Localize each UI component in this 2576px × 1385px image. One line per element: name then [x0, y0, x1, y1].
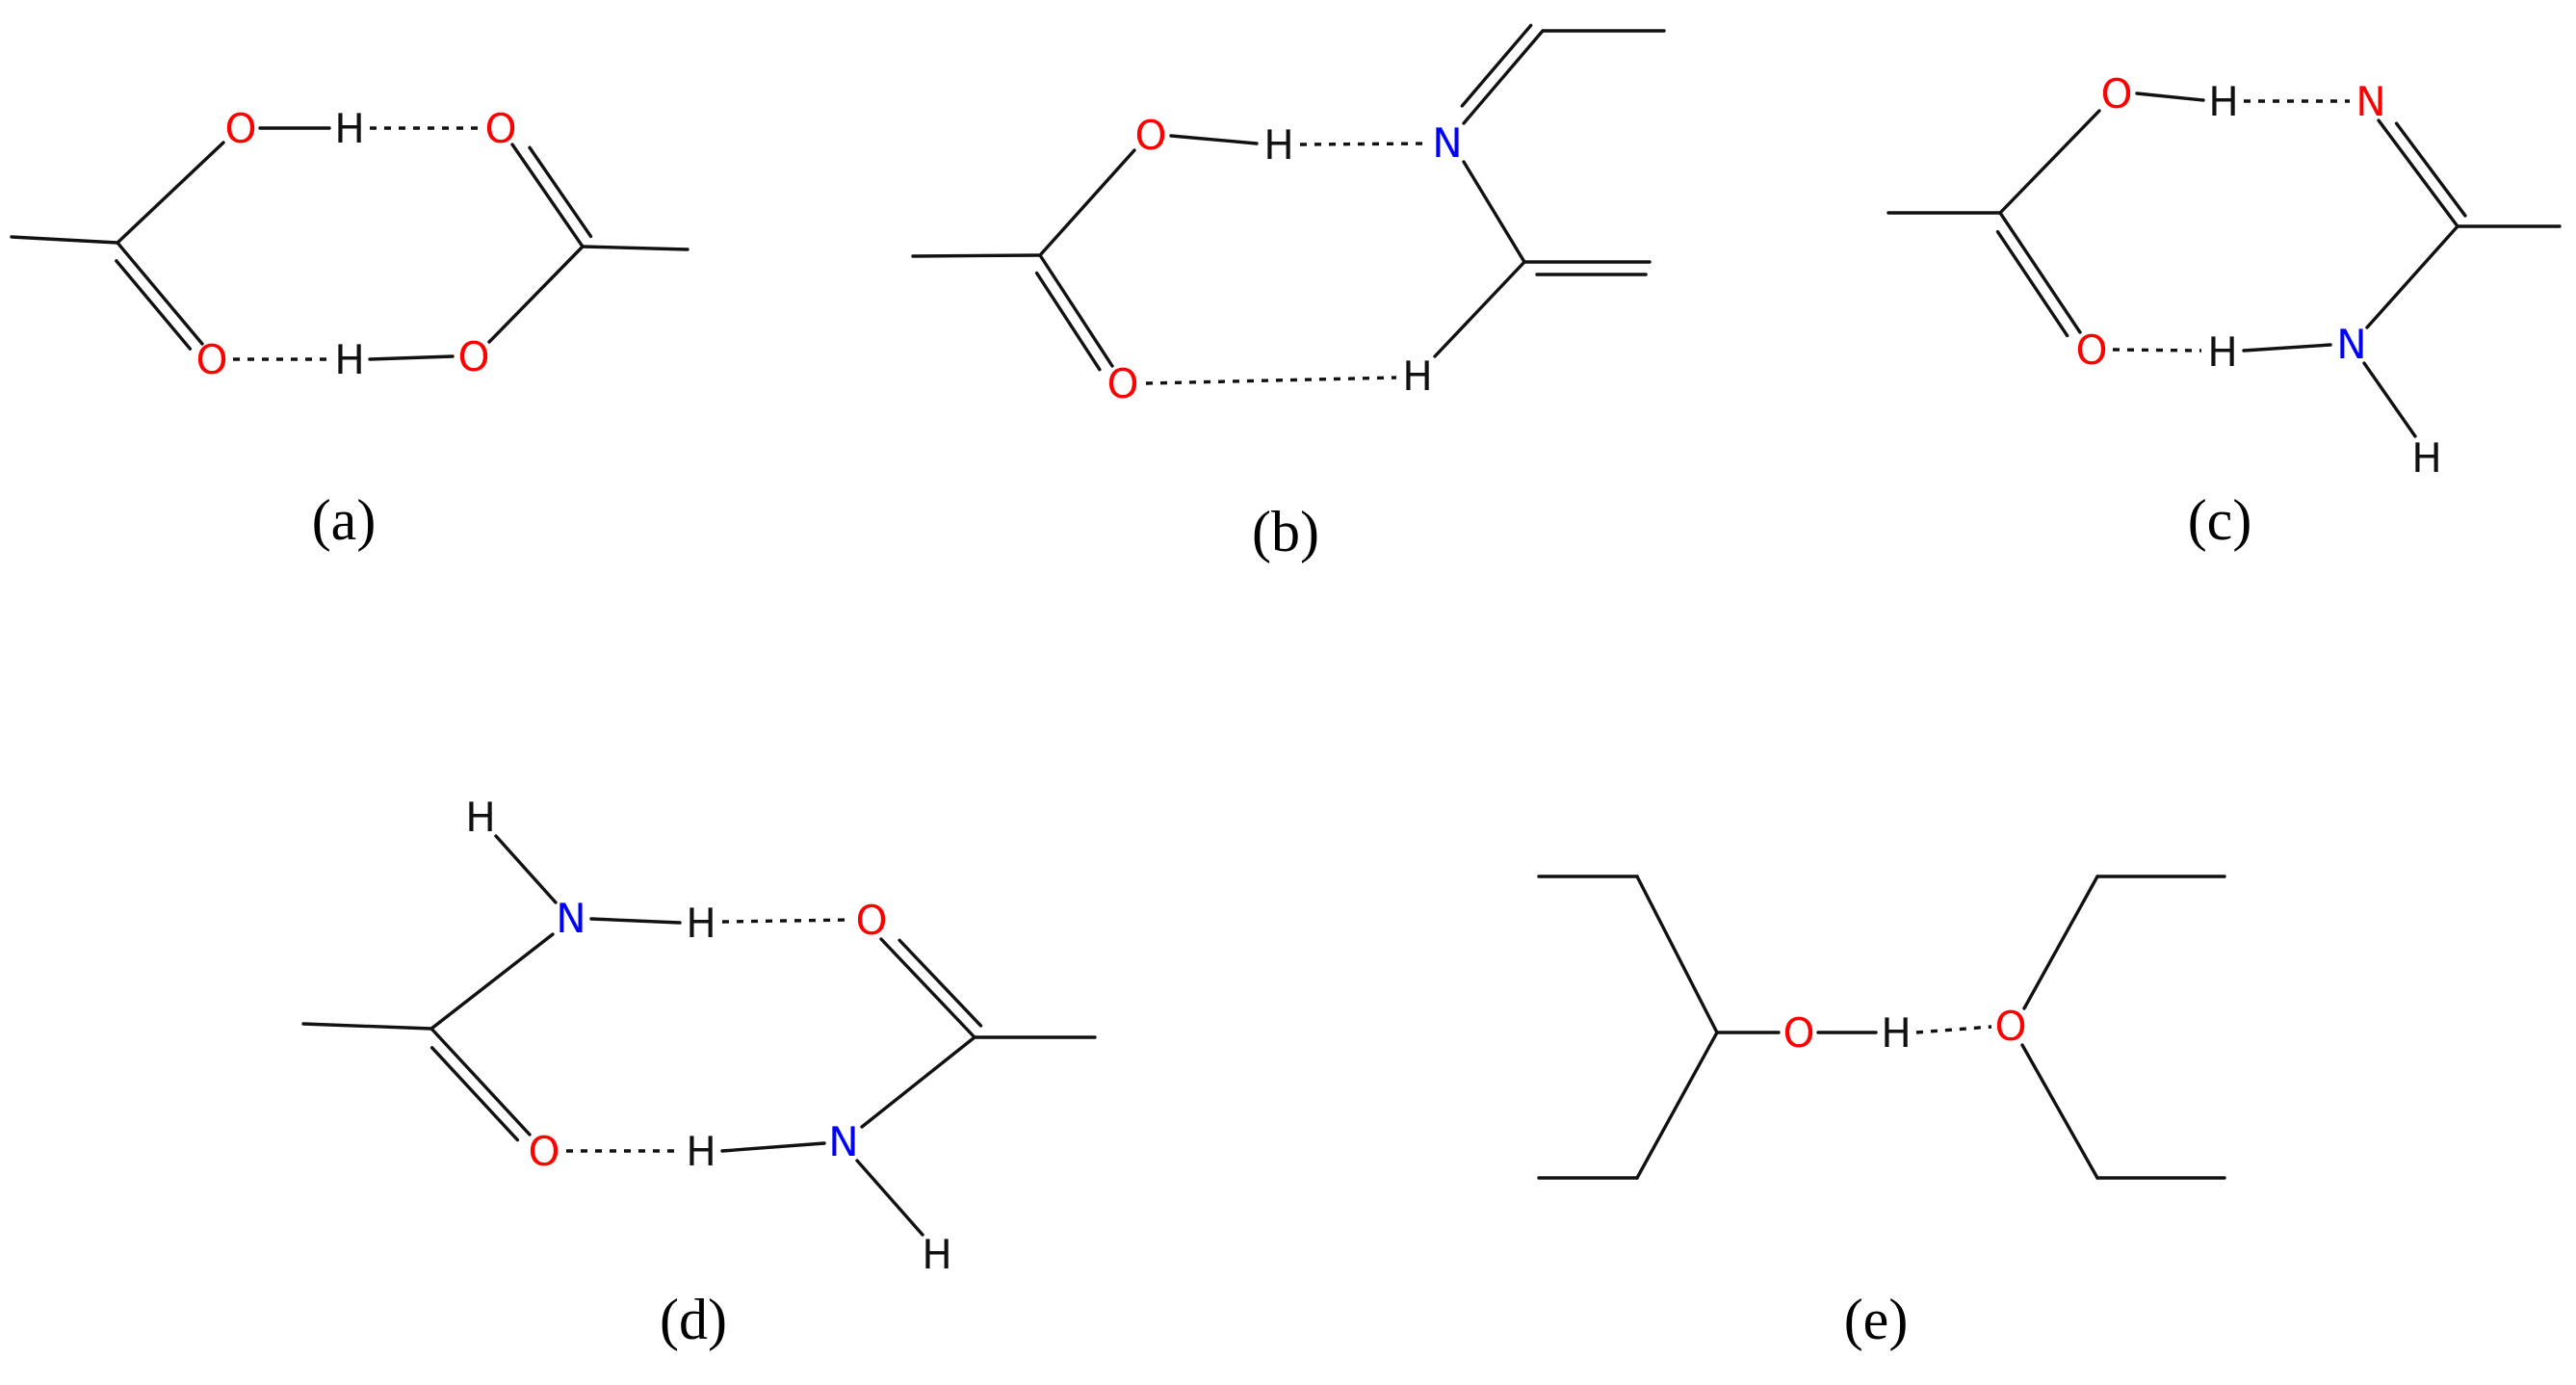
bond-a-1 [116, 141, 225, 245]
bond-c-3-double-second [1995, 229, 2069, 338]
bond-c-3-double [1998, 211, 2082, 334]
atom-label-b-h2: H [1402, 353, 1433, 400]
atom-label-c-h1: H [2208, 78, 2239, 125]
atom-label-d-h2: H [686, 1128, 716, 1175]
atom-label-c-o2: O [2075, 327, 2107, 374]
bond-d-5-double-second [898, 938, 983, 1028]
bond-a-0 [10, 235, 119, 245]
atom-label-b-o2: O [1106, 360, 1138, 407]
bond-c-1 [1998, 109, 2101, 215]
bond-b-0 [911, 253, 1042, 258]
atom-label-b-n1: N [1432, 119, 1462, 167]
bond-b-3-double [1038, 253, 1114, 368]
atom-label-c-n2: N [2336, 321, 2366, 368]
atom-label-e-o2: O [1994, 1003, 2026, 1050]
atom-label-a-o3: O [195, 336, 227, 383]
atom-label-d-h3: H [922, 1231, 952, 1278]
atom-label-d-o2: O [528, 1128, 559, 1175]
hydrogen-bond-d-0 [721, 918, 852, 924]
panel-b: O H N O H (b) [911, 23, 1666, 563]
bond-d-9 [855, 1159, 924, 1237]
bond-b-3-double-second [1034, 271, 1102, 372]
atom-label-b-h1: H [1263, 121, 1294, 169]
bond-a-3-double [116, 241, 204, 346]
bond-d-8 [720, 1141, 826, 1153]
bond-d-0 [301, 1022, 433, 1031]
panel-d: H N H O O H N H (d) [301, 794, 1097, 1351]
atom-label-c-h2: H [2207, 328, 2238, 376]
atom-label-c-n1: N [2355, 78, 2385, 125]
bond-b-1 [1038, 148, 1136, 257]
panel-a: O H O O H O (a) [10, 105, 690, 552]
atom-label-c-h3: H [2411, 434, 2442, 482]
bond-b-4-double [1462, 29, 1545, 125]
bond-c-6 [2365, 224, 2459, 329]
bond-b-4-double-second [1460, 23, 1533, 108]
panel-caption-c: (c) [2188, 488, 2252, 552]
atom-label-a-o4: O [457, 333, 489, 380]
panel-e: O H O (e) [1537, 875, 2226, 1351]
hydrogen-bond-e-0 [1915, 1025, 1992, 1034]
panel-caption-d: (d) [660, 1288, 727, 1351]
bond-e-6 [2022, 875, 2099, 1010]
bond-e-3 [1635, 1031, 1719, 1180]
panel-caption-a: (a) [312, 488, 377, 552]
bond-c-4-double-second [2394, 121, 2467, 218]
atom-label-e-o1: O [1782, 1009, 1814, 1057]
atom-label-a-h2: H [334, 336, 365, 383]
bond-d-4-double [429, 1027, 532, 1137]
atom-label-d-n2: N [828, 1118, 858, 1165]
bond-e-8 [2020, 1043, 2099, 1180]
atom-label-d-h0: H [465, 794, 496, 841]
atom-label-e-h1: H [1881, 1009, 1912, 1057]
bond-d-2 [494, 834, 558, 904]
hydrogen-bond-b-1 [1145, 376, 1397, 385]
atom-label-d-o1: O [855, 897, 887, 944]
bond-d-1 [429, 932, 555, 1031]
bond-c-4-double [2377, 118, 2459, 228]
bond-a-6 [487, 245, 585, 344]
atom-label-a-o1: O [224, 105, 256, 152]
atom-label-b-o1: O [1134, 112, 1166, 159]
bond-d-7 [860, 1035, 976, 1129]
panel-caption-e: (e) [1844, 1288, 1909, 1351]
atom-label-d-h1: H [686, 900, 716, 947]
bond-e-1 [1635, 875, 1719, 1034]
atom-label-c-o1: O [2100, 70, 2132, 118]
bond-b-2 [1169, 134, 1259, 145]
bond-b-6 [1462, 160, 1526, 264]
hydrogen-bond-c-1 [2112, 348, 2202, 353]
bond-d-5-double [879, 937, 976, 1039]
bond-a-7 [368, 354, 455, 361]
panel-c: O H N O H N H (c) [1886, 70, 2562, 552]
panel-caption-b: (b) [1252, 500, 1319, 563]
bond-c-8 [2362, 361, 2417, 438]
bond-a-4-double-second [528, 145, 593, 239]
bond-b-8 [1433, 260, 1526, 358]
bond-d-4-double-second [429, 1046, 520, 1142]
bond-a-5 [581, 245, 690, 251]
bond-c-7 [2242, 343, 2332, 353]
bond-a-4-double [510, 143, 585, 248]
bond-c-2 [2135, 91, 2205, 102]
atom-label-a-h1: H [334, 105, 365, 152]
bond-d-3 [589, 917, 682, 925]
atom-label-d-n1: N [556, 895, 585, 942]
atom-label-a-o2: O [484, 105, 516, 152]
bond-a-3-double-second [115, 259, 193, 351]
